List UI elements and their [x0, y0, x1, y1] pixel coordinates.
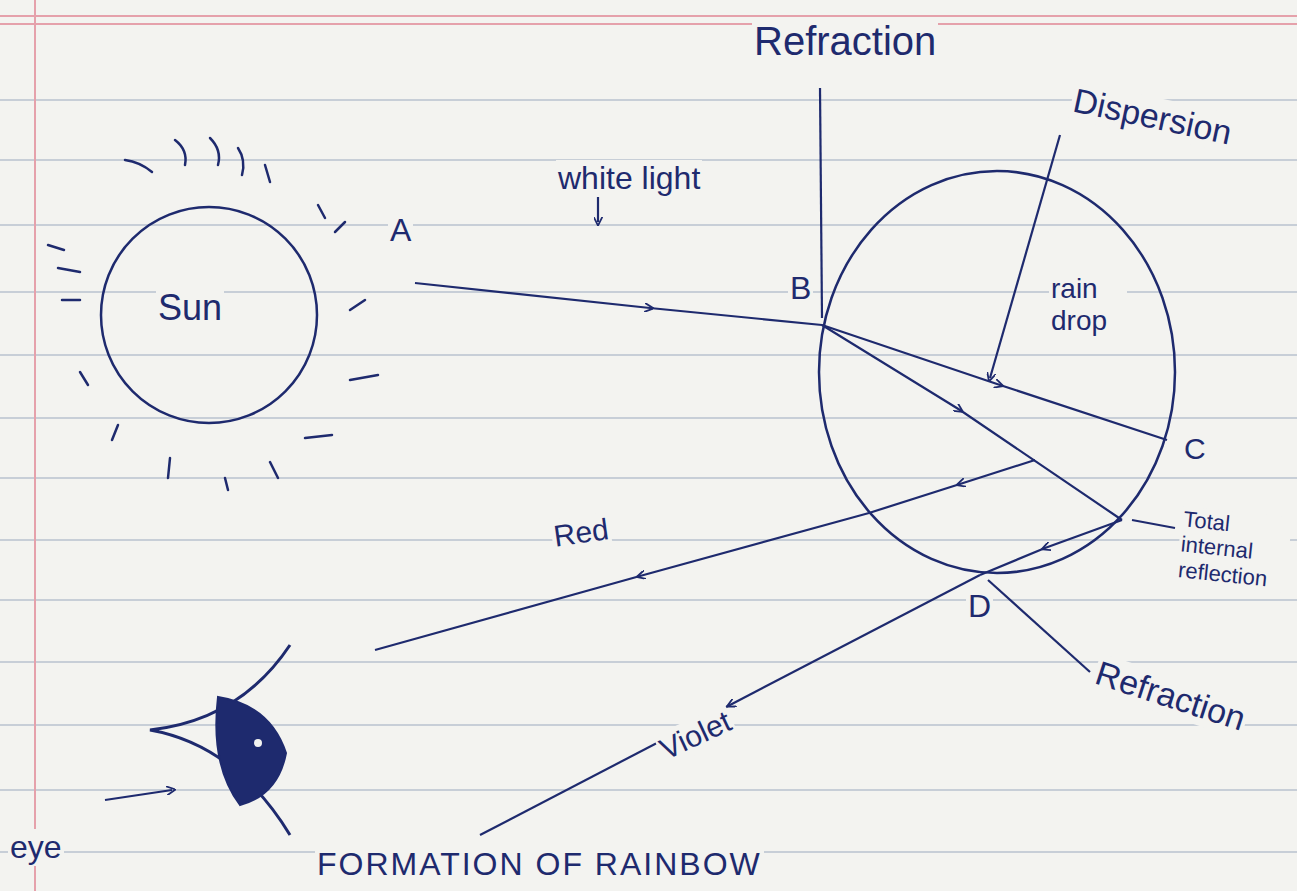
process-label: Dispersion [1068, 80, 1237, 152]
sun-rays [48, 138, 378, 490]
eye-outline [140, 635, 300, 845]
color-label: Red [550, 512, 613, 554]
light-rays [375, 283, 1167, 835]
point-label: B [788, 270, 813, 307]
point-label: C [1182, 432, 1208, 467]
notebook-ruling [0, 100, 1297, 852]
raindrop-outline: rain drop [817, 169, 1177, 575]
process-label: Total internal reflection [1175, 506, 1292, 593]
point-label: A [388, 212, 413, 249]
leader-lines [105, 88, 1175, 800]
raindrop-label: rain drop [1049, 273, 1127, 337]
drop-outline [817, 169, 1177, 575]
diagram-title: FORMATION OF RAINBOW [315, 846, 764, 883]
eye-symbol: eye [140, 635, 300, 845]
ray-label: white light [556, 160, 702, 197]
sun-label: Sun [156, 287, 224, 328]
point-label: D [966, 588, 993, 625]
sun-circle: Sun [98, 195, 320, 435]
process-label: Refraction [752, 18, 938, 64]
color-label: Violet [653, 703, 739, 767]
process-label: Refraction [1089, 653, 1252, 739]
eye-label: eye [8, 829, 64, 866]
